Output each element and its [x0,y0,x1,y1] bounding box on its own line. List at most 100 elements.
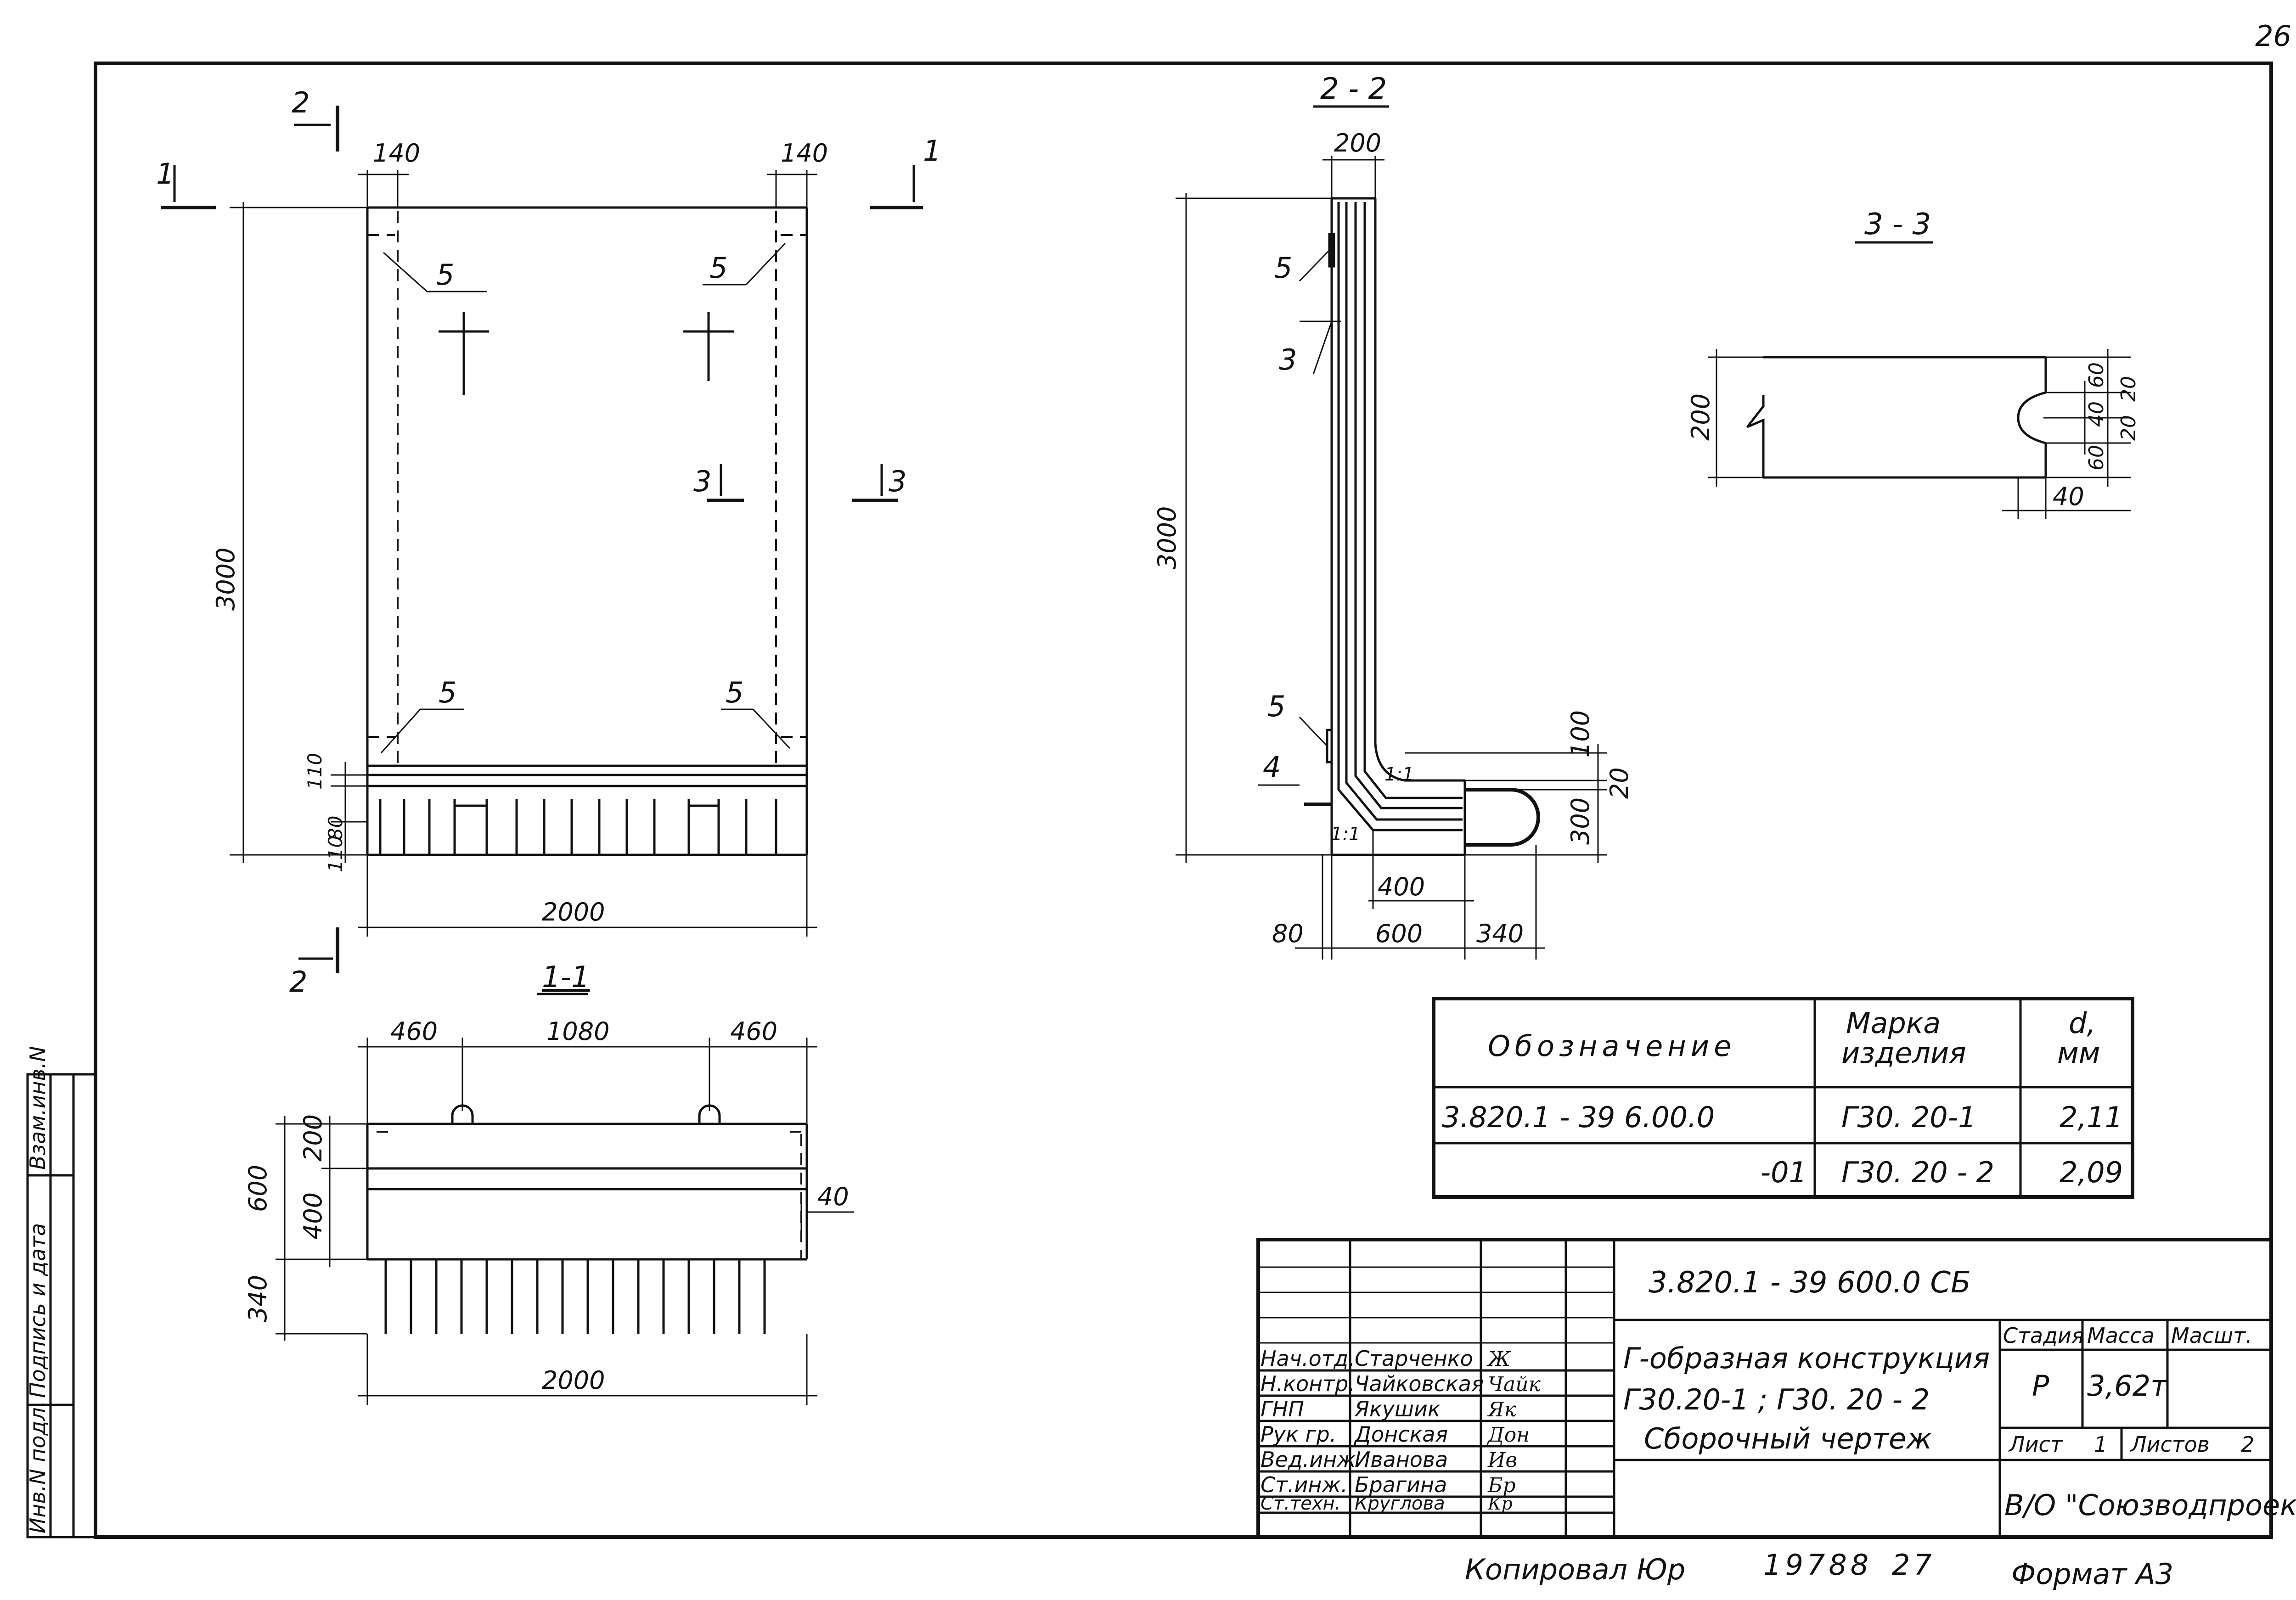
dim-3000-2-2: 3000 [1153,506,1182,569]
archive-sheet: 27 [1892,1548,1936,1582]
dim-340-2-2: 340 [1476,919,1524,948]
dim-80: 80 [324,816,347,840]
dim-140-right: 140 [781,139,828,168]
dim-600-2-2: 600 [1375,919,1423,948]
callout-4-2-2: 4 [1263,750,1281,784]
section-1-1: 1-1 460 1080 [243,960,854,1405]
cut-3-left: 3 [693,465,711,498]
doc-title-line3: Сборочный чертеж [1644,1422,1932,1455]
value-mass: 3,62т [2087,1369,2168,1403]
section-1-1-title: 1-1 [542,960,590,994]
section-3-3: 3 - 3 200 60 40 60 20 20 40 [1686,208,2140,519]
section-3-3-title: 3 - 3 [1864,208,1931,241]
dim-460-left: 460 [390,1017,438,1046]
stamp-inv-podl: Инв.N подл. [25,1401,50,1533]
dim-60-bot-3-3: 60 [2085,445,2108,471]
sheet-format: Формат А3 [2011,1557,2173,1591]
ratio-upper-2-2: 1:1 [1384,764,1414,785]
spec-row-1-d: 2,11 [2060,1100,2123,1134]
dim-300-2-2: 300 [1566,797,1595,845]
value-stage: Р [2032,1369,2049,1403]
spec-header-designation: Обозначение [1488,1029,1736,1063]
dim-140-left: 140 [373,139,420,168]
role-5: Вед.инж [1261,1447,1356,1472]
stamp-sign-date: Подпись и дата [25,1223,50,1398]
dim-400: 400 [298,1192,327,1240]
callout-5-a: 5 [436,258,454,292]
cut-1-right: 1 [923,134,941,168]
ratio-lower-2-2: 1:1 [1331,824,1360,845]
copied-by: Копировал Юр [1465,1553,1685,1586]
role-6: Ст.инж. [1261,1472,1348,1497]
label-scale: Масшт. [2171,1323,2252,1348]
dim-200: 200 [298,1114,327,1162]
role-2: Н.контр. [1261,1371,1355,1396]
title-block: 3.820.1 - 39 600.0 СБ Г-образная констру… [1256,1238,2296,1539]
spec-row-1-mark: Г30. 20-1 [1841,1100,1976,1134]
sig-4: Дон [1487,1423,1530,1447]
page-number: 26 [2255,19,2291,53]
cut-1-left: 1 [156,157,174,191]
dim-40-bottom-3-3: 40 [2053,482,2084,511]
dim-400-2-2: 400 [1378,872,1425,901]
name-5: Иванова [1355,1447,1448,1472]
sheet-frame [94,62,2273,1539]
name-7: Круглова [1355,1493,1445,1514]
callout-5-bottom-2-2: 5 [1267,690,1285,723]
spec-header-d-1: d, [2069,1006,2096,1040]
section-2-2-title: 2 - 2 [1320,72,1387,106]
name-4: Донская [1354,1422,1448,1447]
label-sheets: Листов [2130,1432,2210,1457]
value-sheets: 2 [2241,1432,2254,1457]
doc-code: 3.820.1 - 39 600.0 СБ [1649,1266,1971,1300]
stamp-vzam-inv: Взам.инв.N [25,1046,50,1170]
dim-460-right: 460 [730,1017,777,1046]
spec-row-2-designation: -01 [1761,1156,1807,1189]
callout-3-2-2: 3 [1279,343,1297,376]
value-sheet: 1 [2094,1432,2107,1457]
name-3: Якушик [1354,1397,1441,1421]
side-stamp: Инв.N подл. Подпись и дата Взам.инв.N [25,1046,97,1538]
sig-6: Бр [1487,1474,1516,1497]
dim-20-top-3-3: 20 [2117,376,2140,402]
name-1: Старченко [1355,1346,1473,1371]
sig-7: Кр [1487,1493,1513,1514]
section-2-2: 2 - 2 200 3000 [1153,72,1634,960]
archive-number: 19788 [1763,1548,1872,1582]
callout-5-d: 5 [726,676,743,709]
spec-header-mark-2: изделия [1841,1036,1966,1070]
dim-600: 600 [243,1165,272,1212]
dim-110-bot: 110 [324,836,347,872]
doc-title-line2: Г30.20-1 ; Г30. 20 - 2 [1623,1383,1930,1416]
dim-20-2-2: 20 [1605,767,1634,799]
sig-5: Ив [1487,1448,1517,1472]
cut-2-bottom: 2 [289,965,307,999]
cut-2-top: 2 [292,86,310,119]
label-mass: Масса [2087,1323,2155,1348]
name-2: Чайковская [1355,1371,1484,1396]
role-1: Нач.отд. [1261,1346,1355,1371]
dim-340: 340 [243,1275,272,1322]
spec-table: Обозначение Марка изделия d, мм 3.820.1 … [1432,997,2134,1199]
label-sheet: Лист [2008,1432,2063,1457]
dim-100-2-2: 100 [1566,710,1595,758]
main-view: 140 140 3000 110 80 110 2000 1 1 [156,86,941,999]
spec-row-2-mark: Г30. 20 - 2 [1841,1156,1994,1189]
spec-header-mark-1: Марка [1846,1006,1941,1040]
spec-header-d-2: мм [2057,1036,2100,1070]
sig-2: Чайк [1488,1373,1541,1396]
dim-2000-main: 2000 [542,898,605,926]
dim-1080: 1080 [546,1017,609,1046]
dim-200-3-3: 200 [1686,393,1715,441]
doc-title-line1: Г-образная конструкция [1623,1342,1990,1375]
dim-40: 40 [817,1182,849,1211]
spec-row-2-d: 2,09 [2060,1156,2123,1189]
role-4: Рук гр. [1261,1422,1336,1447]
callout-5-c: 5 [439,676,456,709]
role-7: Ст.техн. [1261,1493,1340,1514]
dim-20-bot-3-3: 20 [2117,415,2140,441]
dim-200-2-2: 200 [1334,129,1381,157]
sig-3: Як [1487,1398,1517,1421]
organization: В/О "Союзводпроект" [2004,1488,2296,1522]
